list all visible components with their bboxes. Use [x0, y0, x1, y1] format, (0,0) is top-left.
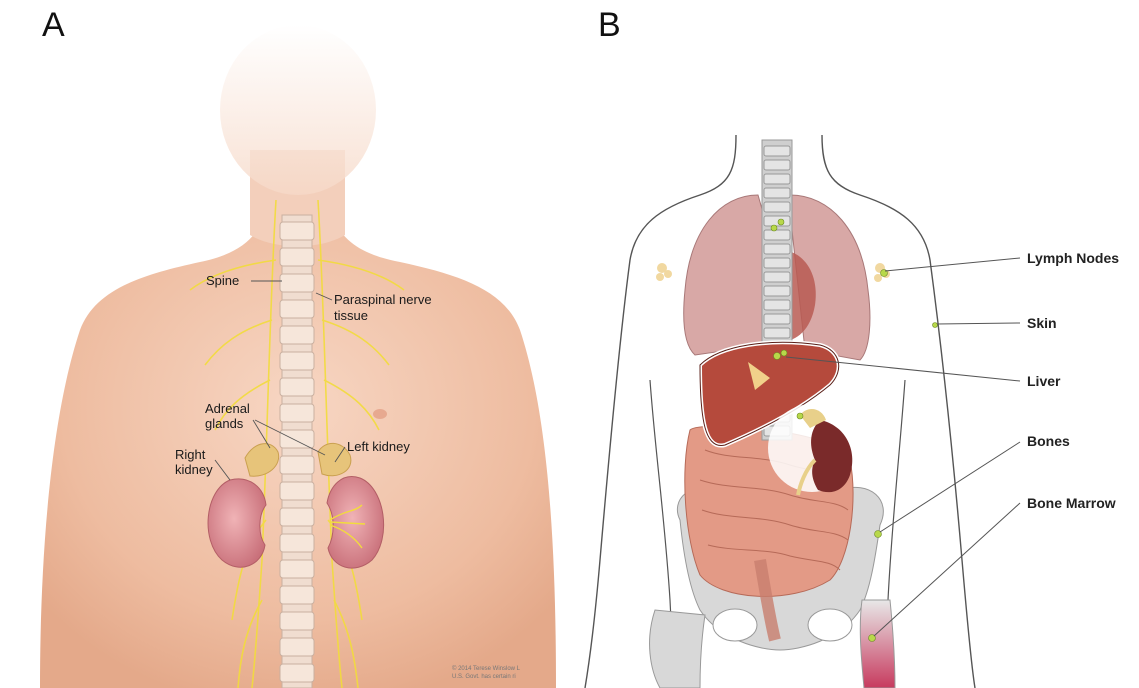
vertebra [280, 482, 314, 500]
vertebra-b [764, 146, 790, 156]
vertebra-b [764, 230, 790, 240]
lymph-node-cluster-left [656, 263, 672, 281]
vertebra [280, 560, 314, 578]
vertebra [280, 430, 314, 448]
vertebra [280, 534, 314, 552]
vertebra [280, 300, 314, 318]
left-femur [650, 610, 705, 688]
vertebra-b [764, 160, 790, 170]
label-liver: Liver [1027, 373, 1061, 389]
nipple [373, 409, 387, 419]
pelvic-opening-left [713, 609, 757, 641]
vertebra [280, 404, 314, 422]
pelvic-opening-right [808, 609, 852, 641]
vertebra [280, 456, 314, 474]
vertebra-b [764, 216, 790, 226]
vertebra [280, 508, 314, 526]
right-kidney [208, 479, 266, 567]
vertebra-b [764, 286, 790, 296]
vertebra [280, 274, 314, 292]
vertebra [280, 664, 314, 682]
vertebra [280, 248, 314, 266]
label-adrenal-line2: glands [205, 416, 244, 431]
panel-a-illustration: Spine Paraspinal nerve tissue Adrenal gl… [40, 25, 556, 688]
label-left-kidney: Left kidney [347, 439, 410, 454]
credit-line2: U.S. Govt. has certain ri [452, 674, 516, 680]
head [220, 25, 376, 195]
vertebra-b [764, 202, 790, 212]
label-adrenal-line1: Adrenal [205, 401, 250, 416]
label-right-kidney-line2: kidney [175, 462, 213, 477]
label-paraspinal-line1: Paraspinal nerve [334, 292, 432, 307]
vertebra-b [764, 174, 790, 184]
vertebra-b [764, 272, 790, 282]
vertebra-b [764, 244, 790, 254]
vertebra-b [764, 314, 790, 324]
vertebra [280, 378, 314, 396]
vertebra [280, 638, 314, 656]
panel-b-illustration: Lymph Nodes Skin Liver Bones Bone Marrow [585, 135, 1119, 688]
vertebra-b [764, 300, 790, 310]
credit-line1: © 2014 Terese Winslow L [452, 665, 521, 672]
vertebra-b [764, 328, 790, 338]
vertebra [280, 326, 314, 344]
vertebra [280, 612, 314, 630]
label-skin: Skin [1027, 315, 1057, 331]
right-femur [860, 600, 895, 688]
label-right-kidney-line1: Right [175, 447, 206, 462]
vertebra-b [764, 188, 790, 198]
vertebra-b [764, 258, 790, 268]
label-bone-marrow: Bone Marrow [1027, 495, 1116, 511]
left-lung [684, 195, 768, 355]
spine-column [280, 215, 314, 688]
label-bones: Bones [1027, 433, 1070, 449]
vertebra [280, 586, 314, 604]
vertebra [280, 222, 314, 240]
label-paraspinal-line2: tissue [334, 308, 368, 323]
label-lymph-nodes: Lymph Nodes [1027, 250, 1119, 266]
label-spine: Spine [206, 273, 239, 288]
vertebra [280, 352, 314, 370]
